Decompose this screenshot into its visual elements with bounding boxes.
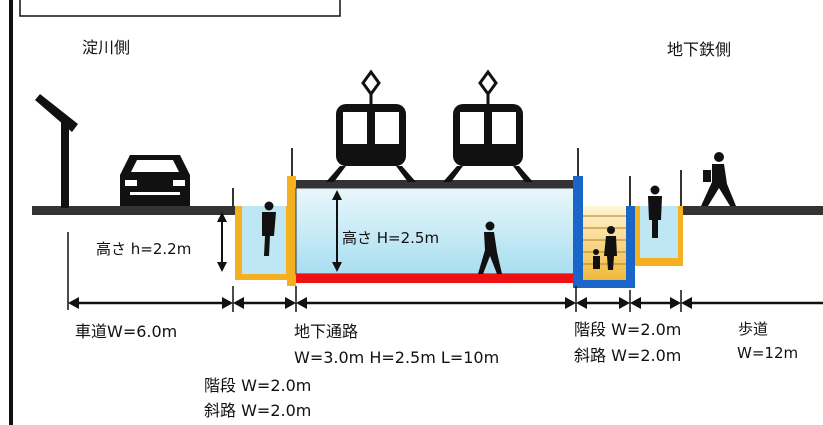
street-lamp-icon xyxy=(35,94,78,208)
right-stair-well xyxy=(573,176,635,288)
left-height-arrow xyxy=(217,212,227,272)
sidewalk-width-label: W=12m xyxy=(737,344,799,362)
pedestrian-icon xyxy=(593,226,617,270)
tunnel-height-arrow xyxy=(332,190,342,272)
right-stairs-label: 階段 W=2.0m xyxy=(574,320,682,339)
header-box xyxy=(19,0,341,17)
train-icon xyxy=(326,69,416,182)
tunnel-spec-label: W=3.0m H=2.5m L=10m xyxy=(294,348,500,367)
pedestrian-icon xyxy=(701,152,736,206)
roadway-width-arrow xyxy=(68,297,233,309)
tunnel-title-label: 地下通路 xyxy=(294,322,359,341)
right-small-width-arrow xyxy=(630,297,681,309)
car-icon xyxy=(120,155,190,206)
side-label-right: 地下鉄側 xyxy=(667,40,732,59)
tunnel-height-label: 高さ H=2.5m xyxy=(342,229,440,247)
left-height-label: 高さ h=2.2m xyxy=(96,240,192,258)
pedestrian-icon xyxy=(478,221,502,274)
ground-mid xyxy=(296,180,576,188)
left-slope-label: 斜路 W=2.0m xyxy=(204,401,312,420)
ground-right xyxy=(683,206,823,215)
sidewalk-title-label: 歩道 xyxy=(738,320,769,338)
pedestrian-icon xyxy=(262,201,276,256)
right-stair-width-arrow xyxy=(576,297,630,309)
ground-left xyxy=(32,206,235,215)
left-stairs-label: 階段 W=2.0m xyxy=(204,376,312,395)
extension-lines xyxy=(67,232,682,312)
train-icon xyxy=(443,69,533,182)
left-stair-width-arrow xyxy=(233,297,296,309)
tunnel-width-arrow xyxy=(296,297,576,309)
sidewalk-width-arrow xyxy=(681,297,823,309)
side-label-left: 淀川側 xyxy=(82,38,131,57)
right-slope-label: 斜路 W=2.0m xyxy=(574,346,682,365)
pedestrian-icon xyxy=(648,185,662,238)
roadway-width-label: 車道W=6.0m xyxy=(75,322,178,341)
